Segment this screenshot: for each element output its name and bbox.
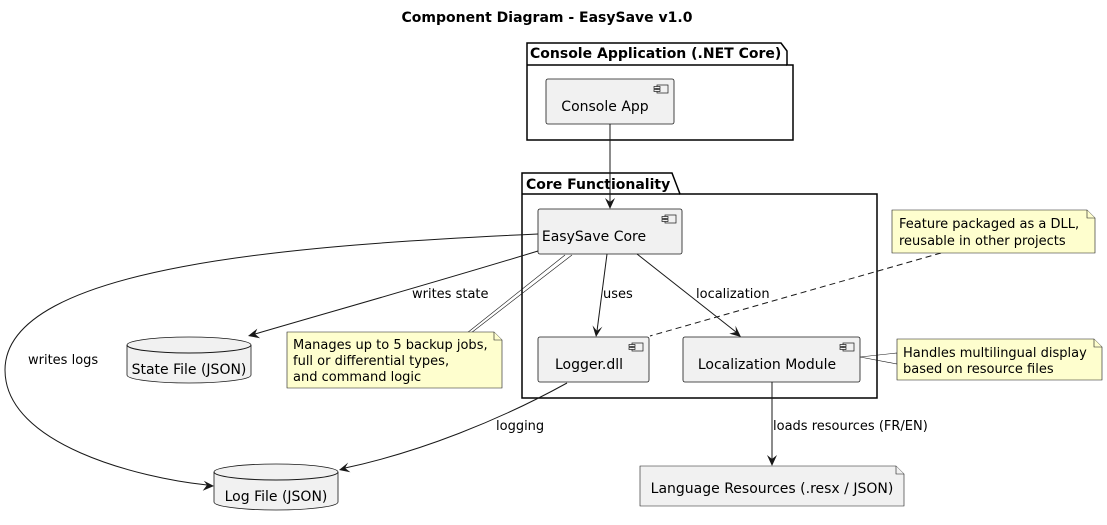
edge-label-loads-resources: loads resources (FR/EN) xyxy=(773,419,928,434)
edge-core-writes-logs: writes logs xyxy=(4,233,539,491)
localization-note-line-1: Handles multilingual display xyxy=(903,346,1087,361)
note-core-logic: Manages up to 5 backup jobs, full or dif… xyxy=(286,254,573,389)
edge-logger-logging: logging xyxy=(339,382,568,473)
note-localization: Handles multilingual display based on re… xyxy=(859,338,1103,381)
package-console-application: Console Application (.NET Core) xyxy=(526,42,794,141)
database-state-file[interactable]: State File (JSON) xyxy=(126,336,252,384)
dll-note-line-1: Feature packaged as a DLL, xyxy=(899,217,1079,232)
component-icon xyxy=(628,342,644,352)
package-console-label: Console Application (.NET Core) xyxy=(530,46,781,62)
log-file-label: Log File (JSON) xyxy=(225,489,328,505)
edge-label-writes-logs: writes logs xyxy=(28,353,98,368)
edge-console-to-core xyxy=(605,124,615,209)
file-language-resources[interactable]: Language Resources (.resx / JSON) xyxy=(639,465,905,507)
database-icon xyxy=(213,463,339,511)
edge-label-localization: localization xyxy=(696,287,770,302)
edge-label-logging: logging xyxy=(496,419,544,434)
logger-dll-label: Logger.dll xyxy=(555,357,623,373)
localization-note-line-2: based on resource files xyxy=(903,362,1054,377)
database-icon xyxy=(126,336,252,384)
package-core-label: Core Functionality xyxy=(526,177,670,193)
edge-core-uses-logger: uses xyxy=(592,253,633,337)
dll-note-line-2: reusable in other projects xyxy=(899,234,1066,249)
component-localization-module[interactable]: Localization Module xyxy=(682,336,861,383)
edge-localization-loads-resources: loads resources (FR/EN) xyxy=(767,382,928,466)
note-dll-packaging: Feature packaged as a DLL, reusable in o… xyxy=(649,209,1096,337)
component-easysave-core[interactable]: EasySave Core xyxy=(537,208,683,255)
package-core-functionality: Core Functionality xyxy=(521,172,878,399)
file-icon xyxy=(639,465,905,507)
language-resources-label: Language Resources (.resx / JSON) xyxy=(651,481,894,497)
core-note-line-1: Manages up to 5 backup jobs, xyxy=(293,338,488,353)
localization-module-label: Localization Module xyxy=(698,357,836,373)
component-icon xyxy=(661,214,677,224)
console-app-label: Console App xyxy=(561,99,648,115)
core-note-line-2: full or differential types, xyxy=(293,354,449,369)
easysave-core-label: EasySave Core xyxy=(542,229,646,245)
component-icon xyxy=(653,84,669,94)
component-logger-dll[interactable]: Logger.dll xyxy=(537,336,650,383)
component-console-app[interactable]: Console App xyxy=(545,78,675,125)
component-icon xyxy=(839,342,855,352)
state-file-label: State File (JSON) xyxy=(132,362,247,378)
database-log-file[interactable]: Log File (JSON) xyxy=(213,463,339,511)
edge-label-writes-state: writes state xyxy=(412,287,489,302)
diagram-title: Component Diagram - EasySave v1.0 xyxy=(402,10,693,26)
edge-core-localization: localization xyxy=(636,253,770,337)
edge-label-uses: uses xyxy=(603,287,633,302)
edge-core-writes-state: writes state xyxy=(248,250,539,339)
core-note-line-3: and command logic xyxy=(293,370,421,385)
